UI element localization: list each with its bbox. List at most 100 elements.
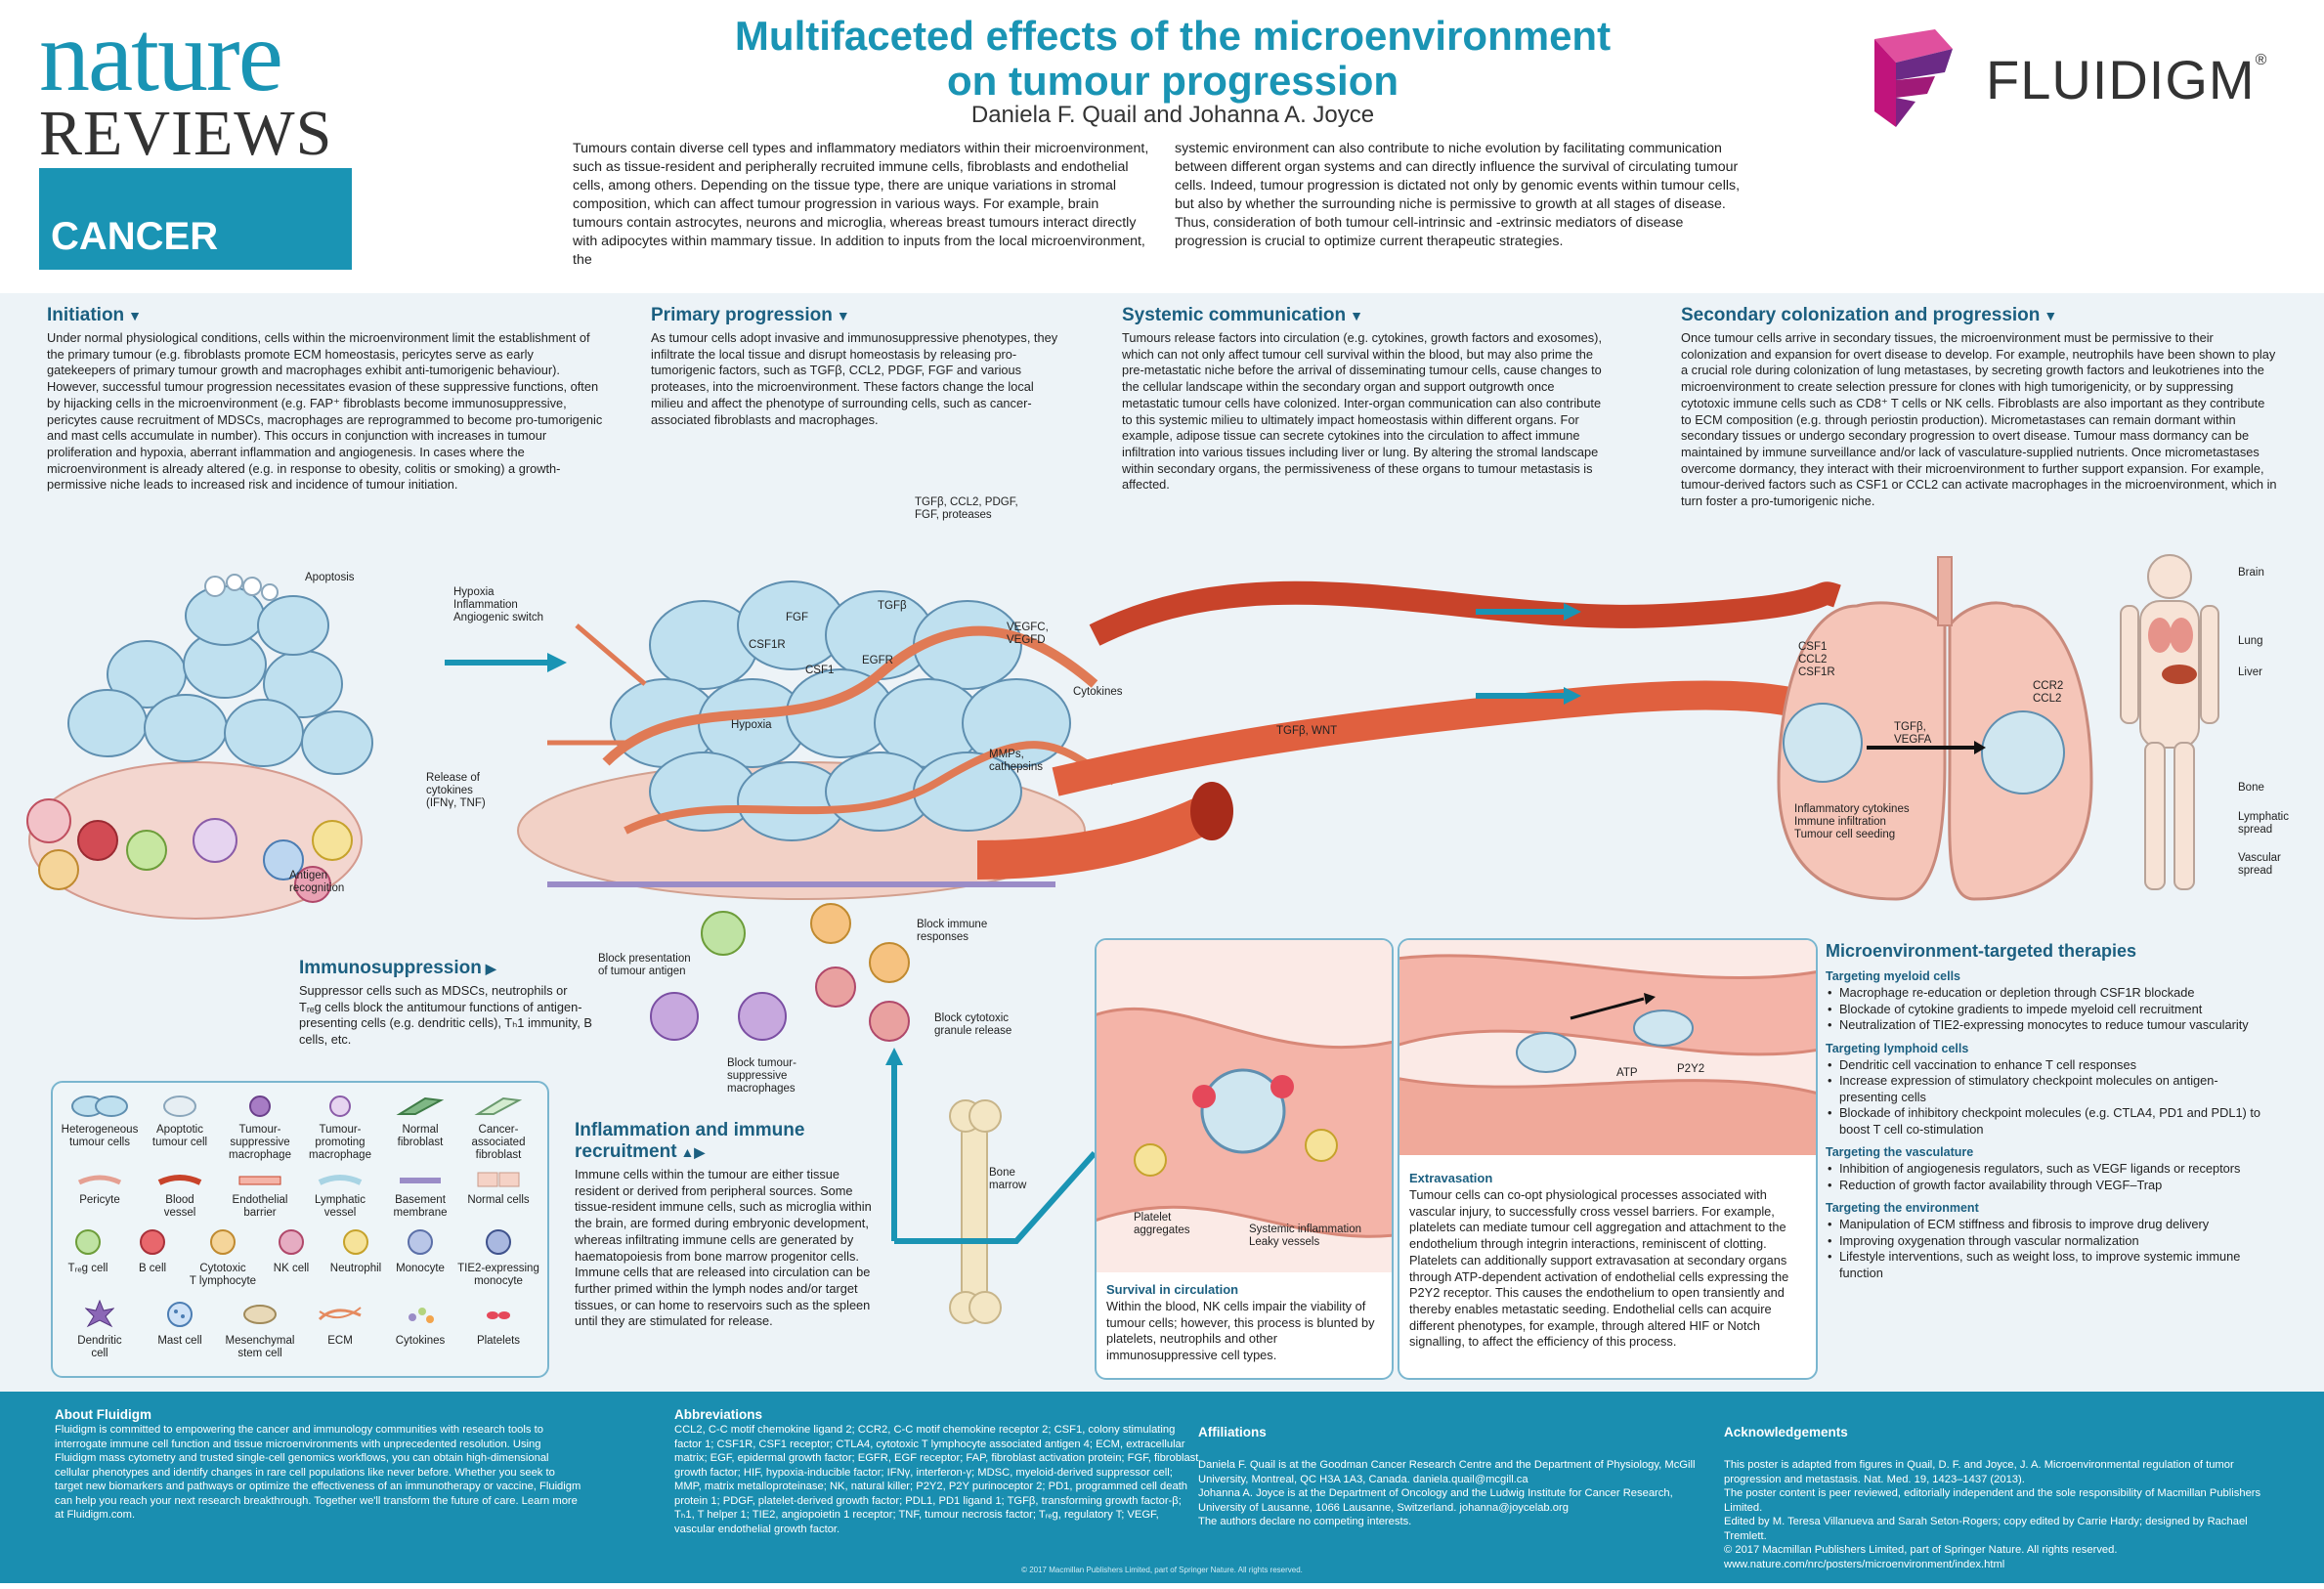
legend-normal-cells: Normal cells	[457, 1171, 539, 1207]
secondary-section: Secondary colonization and progression▼ …	[1681, 305, 2277, 510]
cytotoxic-t-icon	[210, 1229, 236, 1255]
therapy-group-environment: Targeting the environment Manipulation o…	[1826, 1199, 2275, 1281]
therapy-group-title: Targeting myeloid cells	[1826, 969, 1961, 983]
immunosuppression-cells	[650, 903, 910, 1042]
initiation-body: Under normal physiological conditions, c…	[47, 330, 603, 493]
therapy-item: Increase expression of stimulatory check…	[1826, 1073, 2275, 1105]
label-vegfc: VEGFC,VEGFD	[1007, 622, 1049, 646]
about-body: Fluidigm is committed to empowering the …	[55, 1424, 581, 1521]
immunosuppression-body: Suppressor cells such as MDSCs, neutroph…	[299, 983, 592, 1048]
title-line-2: on tumour progression	[947, 58, 1399, 104]
fluidigm-logo-icon	[1874, 29, 1953, 127]
platelets-icon	[487, 1311, 510, 1319]
therapies-section: Microenvironment-targeted therapies Targ…	[1826, 940, 2275, 1281]
footer-abbreviations: Abbreviations CCL2, C-C motif chemokine …	[674, 1407, 1202, 1536]
initiation-tumour-cells	[67, 585, 373, 775]
suppressive-macrophage-icon	[249, 1095, 271, 1117]
affiliations-heading: Affiliations	[1198, 1425, 1267, 1439]
footer	[0, 1392, 2324, 1583]
authors: Daniela F. Quail and Johanna A. Joyce	[970, 102, 1375, 128]
abbreviations-heading: Abbreviations	[674, 1407, 763, 1422]
legend-platelets: Platelets	[457, 1300, 539, 1348]
bone	[949, 1099, 1002, 1324]
poster-title: Multifaceted effects of the microenviron…	[547, 14, 1798, 104]
survival-heading: Survival in circulation	[1106, 1282, 1239, 1297]
label-lung: Lung	[2238, 635, 2263, 647]
primary-body: As tumour cells adopt invasive and immun…	[651, 330, 1058, 427]
legend-b-cell: B cell	[117, 1227, 188, 1275]
endothelial-barrier-icon	[238, 1176, 281, 1185]
legend-nk-cell: NK cell	[256, 1227, 326, 1275]
promoting-macrophage-icon	[329, 1095, 351, 1117]
acknowledgements-body: This poster is adapted from figures in Q…	[1724, 1459, 2261, 1570]
footer-affiliations: Affiliations Daniela F. Quail is at the …	[1198, 1407, 1706, 1547]
nk-cell-icon	[279, 1229, 304, 1255]
extravasation-text: Extravasation Tumour cells can co-opt ph…	[1409, 1171, 1802, 1351]
therapy-item: Blockade of inhibitory checkpoint molecu…	[1826, 1105, 2275, 1138]
extravasation-illustration	[1399, 940, 1816, 1167]
ecm-icon	[318, 1307, 362, 1321]
treg-cell-icon	[75, 1229, 101, 1255]
extravasation-panel: ATP P2Y2 Extravasation Tumour cells can …	[1398, 938, 1818, 1380]
secondary-body: Once tumour cells arrive in secondary ti…	[1681, 330, 2277, 509]
label-fgf: FGF	[786, 612, 808, 623]
legend-ecm: ECM	[299, 1300, 381, 1348]
about-heading: About Fluidigm	[55, 1407, 151, 1422]
metastasis-niche-2	[1981, 710, 2065, 794]
therapy-group-title: Targeting lymphoid cells	[1826, 1041, 1969, 1055]
primary-section: Primary progression▼ As tumour cells ado…	[651, 305, 1061, 428]
therapy-group-lymphoid: Targeting lymphoid cells Dendritic cell …	[1826, 1040, 2275, 1138]
acknowledgements-heading: Acknowledgements	[1724, 1425, 1848, 1439]
pericyte-icon	[77, 1175, 122, 1185]
title-line-1: Multifaceted effects of the microenviron…	[734, 13, 1612, 59]
therapy-group-myeloid: Targeting myeloid cells Macrophage re-ed…	[1826, 967, 2275, 1034]
survival-text: Survival in circulation Within the blood…	[1106, 1282, 1382, 1364]
fluidigm-wordmark: FLUIDIGM®	[1986, 49, 2268, 110]
inflammation-body: Immune cells within the tumour are eithe…	[575, 1167, 872, 1329]
marrow-to-blood-arrow	[894, 1151, 1097, 1244]
label-tgfb: TGFβ	[878, 600, 907, 612]
abbreviations-body: CCL2, C-C motif chemokine ligand 2; CCR2…	[674, 1424, 1199, 1535]
therapy-item: Improving oxygenation through vascular n…	[1826, 1233, 2275, 1250]
label-brain: Brain	[2238, 567, 2264, 579]
legend-cytokines: Cytokines	[379, 1300, 461, 1348]
therapy-item: Dendritic cell vaccination to enhance T …	[1826, 1057, 2275, 1074]
circulation-vessel-upper	[1089, 580, 1841, 646]
affiliations-body: Daniela F. Quail is at the Goodman Cance…	[1198, 1459, 1696, 1527]
label-csf1r: CSF1R	[749, 639, 786, 651]
legend-neutrophil: Neutrophil	[321, 1227, 391, 1275]
systemic-body: Tumours release factors into circulation…	[1122, 330, 1602, 493]
trachea	[1937, 556, 1953, 626]
extravasation-body: Tumour cells can co-opt physiological pr…	[1409, 1187, 1789, 1350]
basement-membrane-icon	[400, 1178, 441, 1183]
dendritic-cell-icon	[85, 1300, 114, 1328]
primary-heading: Primary progression▼	[651, 305, 850, 325]
primary-tumour-mass	[610, 580, 1071, 841]
extravasation-heading: Extravasation	[1409, 1171, 1493, 1185]
b-cell-icon	[140, 1229, 165, 1255]
legend-treg-cell: Tᵣₑg cell	[53, 1227, 123, 1275]
immunosuppression-section: Immunosuppression▶ Suppressor cells such…	[299, 958, 592, 1049]
systemic-heading: Systemic communication▼	[1122, 305, 1363, 325]
tumour-vessels	[547, 623, 1117, 835]
systemic-section: Systemic communication▼ Tumours release …	[1122, 305, 1611, 494]
